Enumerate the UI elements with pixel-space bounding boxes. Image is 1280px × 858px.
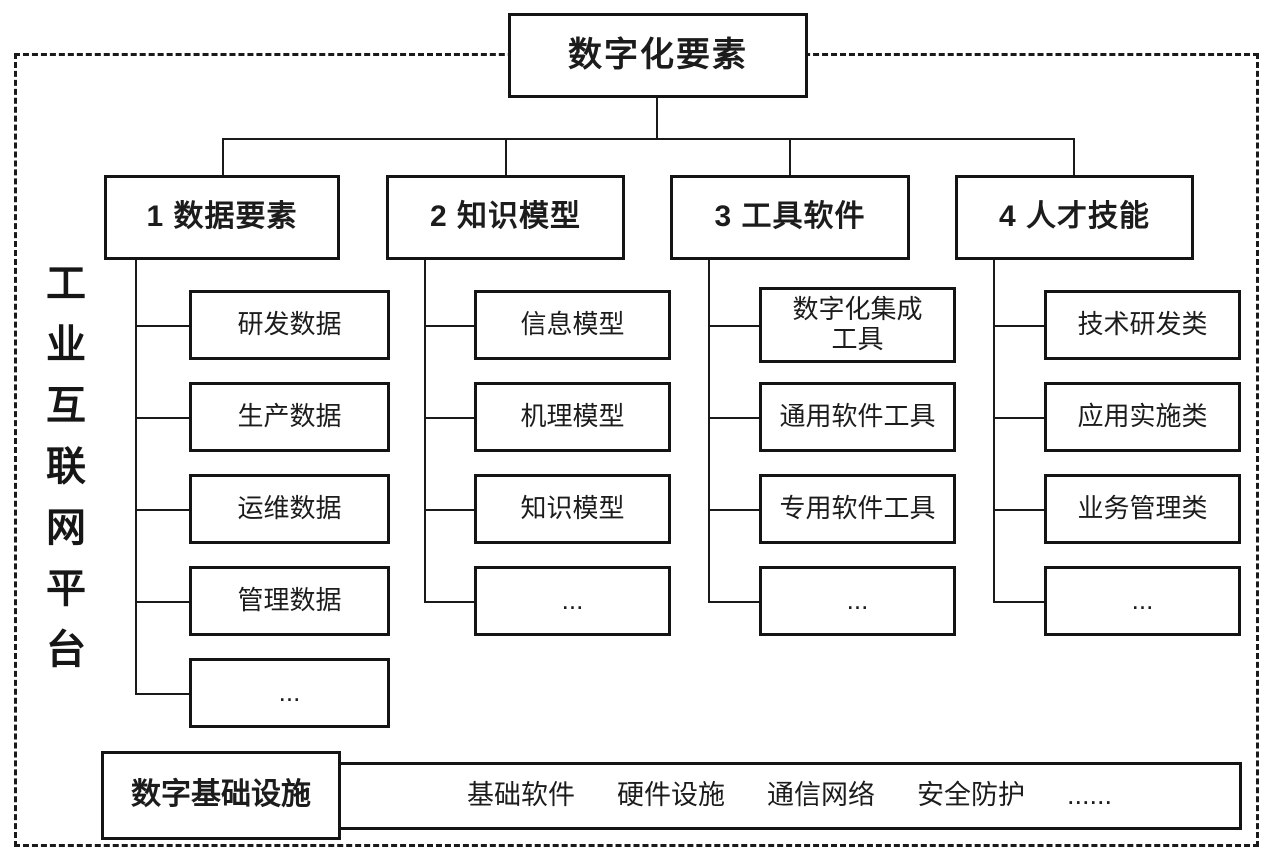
leaf-management-data: 管理数据 (189, 566, 390, 636)
connector-stub (708, 325, 759, 327)
root-node-digital-elements: 数字化要素 (508, 13, 808, 98)
connector-spine-3 (708, 258, 710, 603)
leaf-mechanism-model: 机理模型 (474, 382, 671, 452)
connector-stub (135, 509, 189, 511)
connector-stub (708, 509, 759, 511)
leaf-tech-rd-class: 技术研发类 (1044, 290, 1241, 360)
connector-spine-4 (993, 258, 995, 603)
connector-drop-1 (222, 138, 224, 176)
connector-drop-2 (505, 138, 507, 176)
infrastructure-label: 数字基础设施 (101, 751, 341, 840)
connector-stub (993, 417, 1044, 419)
connector-stub (135, 693, 189, 695)
leaf-skills-ellipsis: ... (1044, 566, 1241, 636)
infra-item-security: 安全防护 (916, 780, 1025, 811)
connector-h-bus (222, 138, 1075, 140)
infra-item-hardware: 硬件设施 (616, 780, 725, 811)
category-tool-software: 3 工具软件 (670, 175, 910, 260)
connector-stub (993, 325, 1044, 327)
category-talent-skills: 4 人才技能 (955, 175, 1194, 260)
connector-stub (424, 509, 474, 511)
connector-stub (135, 601, 189, 603)
category-data-elements: 1 数据要素 (104, 175, 340, 260)
leaf-special-software-tools: 专用软件工具 (759, 474, 956, 544)
leaf-data-ellipsis: ... (189, 658, 390, 728)
leaf-info-model: 信息模型 (474, 290, 671, 360)
leaf-production-data: 生产数据 (189, 382, 390, 452)
leaf-business-management: 业务管理类 (1044, 474, 1241, 544)
leaf-tools-ellipsis: ... (759, 566, 956, 636)
leaf-general-software-tools: 通用软件工具 (759, 382, 956, 452)
connector-drop-3 (789, 138, 791, 176)
connector-stub (135, 325, 189, 327)
connector-spine-2 (424, 258, 426, 603)
leaf-om-data: 运维数据 (189, 474, 390, 544)
leaf-rd-data: 研发数据 (189, 290, 390, 360)
connector-stub (135, 417, 189, 419)
connector-stub (708, 417, 759, 419)
connector-root-stub (656, 98, 658, 138)
leaf-app-implementation: 应用实施类 (1044, 382, 1241, 452)
connector-spine-1 (135, 258, 137, 695)
connector-stub (708, 601, 759, 603)
connector-stub (993, 601, 1044, 603)
connector-stub (424, 325, 474, 327)
connector-stub (424, 601, 474, 603)
platform-label: 工业互联网平台 (40, 262, 84, 689)
infra-item-comm-network: 通信网络 (766, 780, 875, 811)
connector-stub (424, 417, 474, 419)
category-knowledge-models: 2 知识模型 (386, 175, 625, 260)
infrastructure-items-bar: 基础软件 硬件设施 通信网络 安全防护 ...... (337, 762, 1242, 830)
connector-drop-4 (1073, 138, 1075, 176)
infra-item-basic-software: 基础软件 (466, 780, 575, 811)
leaf-model-ellipsis: ... (474, 566, 671, 636)
connector-stub (993, 509, 1044, 511)
infra-item-ellipsis: ...... (1066, 780, 1112, 811)
leaf-knowledge-model: 知识模型 (474, 474, 671, 544)
leaf-digital-integration-tools: 数字化集成 工具 (759, 287, 956, 363)
